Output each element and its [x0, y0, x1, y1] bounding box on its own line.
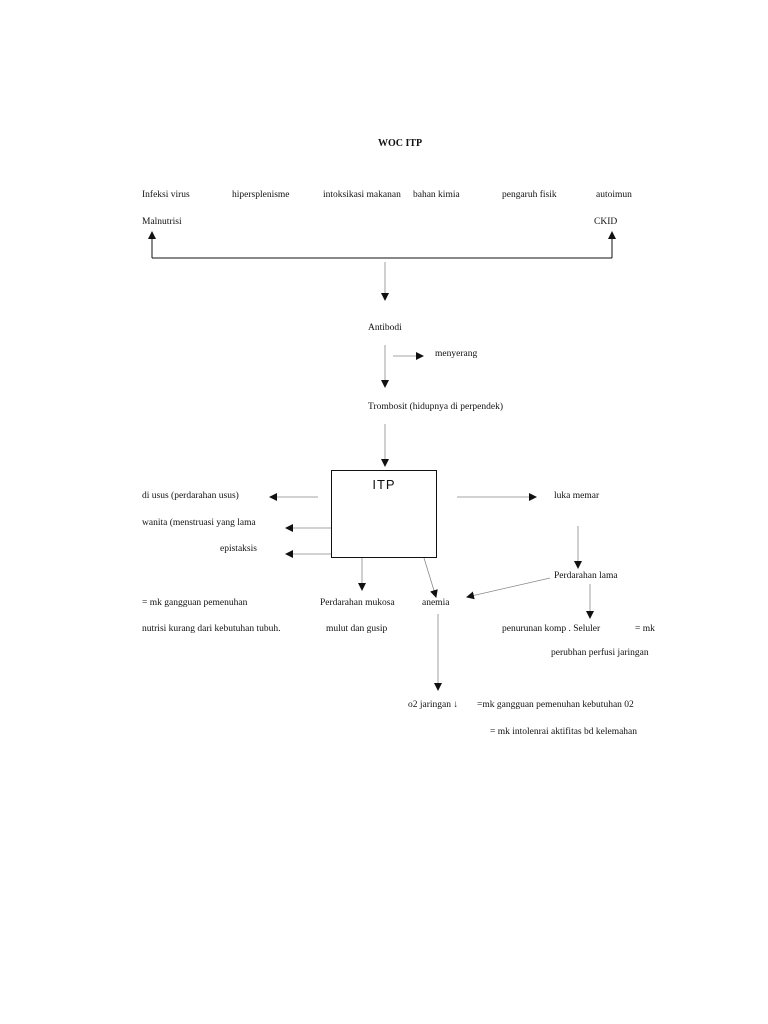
- cause-malnutrisi: Malnutrisi: [142, 217, 182, 227]
- effect-usus: di usus (perdarahan usus): [142, 491, 239, 501]
- node-trombosit: Trombosit (hidupnya di perpendek): [368, 402, 504, 412]
- cause-fisik: pengaruh fisik: [502, 190, 557, 200]
- itp-label: ITP: [372, 477, 396, 492]
- causes-bracket: [148, 231, 616, 259]
- effect-wanita: wanita (menstruasi yang lama: [142, 518, 256, 528]
- cause-kimia: bahan kimia: [413, 190, 460, 200]
- effect-luka-memar: luka memar: [554, 491, 600, 501]
- node-anemia: anemia: [422, 598, 450, 608]
- node-antibodi: Antibodi: [368, 323, 402, 333]
- node-mukosa-line2: mulut dan gusip: [326, 624, 388, 634]
- cause-ckid: CKID: [594, 217, 618, 227]
- diagnosis-perfusi-line1: = mk: [635, 624, 655, 634]
- diagnosis-perfusi-line2: perubhan perfusi jaringan: [551, 648, 649, 658]
- cause-autoimun: autoimun: [596, 190, 632, 200]
- cause-hipersplenisme: hipersplenisme: [232, 190, 290, 200]
- arrow-to-anemia: [423, 557, 438, 598]
- cause-infeksi: Infeksi virus: [142, 190, 190, 200]
- diagnosis-nutrisi-line2: nutrisi kurang dari kebutuhan tubuh.: [142, 624, 281, 634]
- arrow-lama-to-anemia: [466, 577, 551, 600]
- diagnosis-intoleransi: = mk intolenrai aktifitas bd kelemahan: [490, 727, 638, 737]
- effect-epistaksis: epistaksis: [220, 544, 257, 554]
- node-o2-jaringan: o2 jaringan ↓: [408, 700, 459, 710]
- diagnosis-o2: =mk gangguan pemenuhan kebutuhan 02: [477, 700, 634, 710]
- node-menyerang: menyerang: [435, 349, 478, 359]
- effect-perdarahan-lama: Perdarahan lama: [554, 571, 618, 581]
- node-perdarahan-mukosa: Perdarahan mukosa: [320, 598, 395, 608]
- node-penurunan-komp: penurunan komp . Seluler: [502, 624, 601, 634]
- diagnosis-nutrisi-line1: = mk gangguan pemenuhan: [142, 598, 248, 608]
- itp-box: ITP: [331, 470, 437, 558]
- diagram-title: WOC ITP: [378, 138, 423, 149]
- cause-intoksikasi: intoksikasi makanan: [323, 190, 401, 200]
